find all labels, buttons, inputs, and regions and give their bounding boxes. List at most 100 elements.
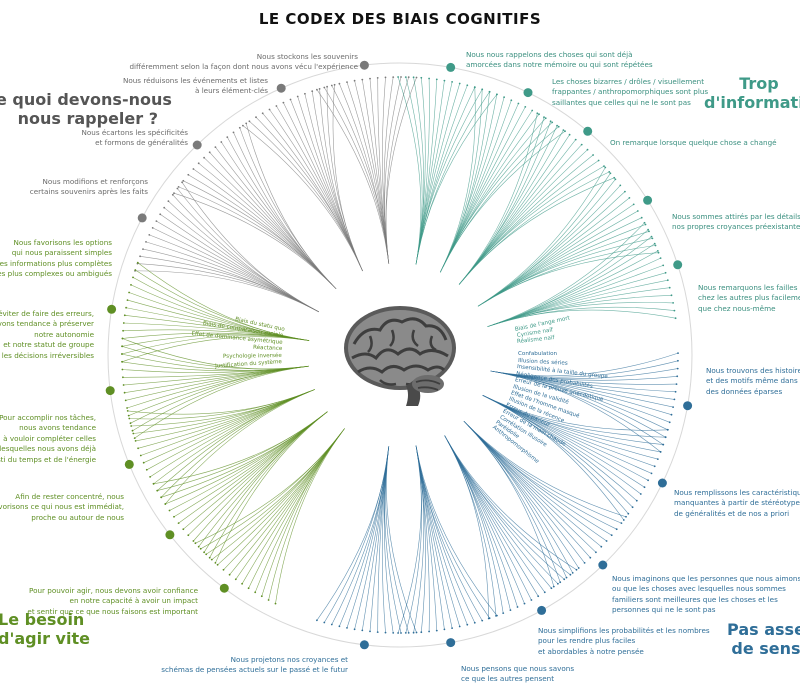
branch-end-dot — [666, 428, 669, 431]
branch-end-dot — [182, 179, 185, 182]
branch-end-dot — [627, 512, 630, 515]
branch-line — [132, 277, 298, 339]
branch-end-dot — [625, 515, 627, 518]
branch-end-dot — [220, 141, 223, 143]
branch-end-dot — [121, 353, 123, 355]
branch-end-dot — [384, 631, 387, 634]
branch-end-dot — [156, 489, 159, 492]
branch-end-dot — [123, 391, 126, 394]
branch-line — [462, 177, 615, 281]
branch-end-dot — [245, 122, 248, 125]
branch-end-dot — [597, 159, 600, 162]
branch-line — [450, 445, 565, 580]
branch-end-dot — [226, 136, 229, 139]
branch-end-dot — [510, 99, 513, 102]
branch-end-dot — [574, 138, 577, 141]
branch-end-dot — [556, 124, 558, 127]
branch-end-dot — [132, 276, 134, 279]
branch-end-dot — [361, 629, 364, 632]
subcategory-info5: Nous remarquons les failles chez les aut… — [698, 283, 800, 313]
subcategory-dot — [107, 304, 117, 314]
subcategory-mem3: Nous écartons les spécificités et formon… — [81, 128, 188, 148]
branch-end-dot — [296, 95, 299, 98]
branch-end-dot — [613, 176, 616, 179]
branch-end-dot — [516, 606, 519, 608]
branch-line — [255, 116, 358, 261]
branch-end-dot — [610, 534, 613, 537]
branch-line — [127, 391, 310, 415]
branch-end-dot — [664, 436, 667, 439]
branch-end-dot — [130, 284, 132, 286]
branch-end-dot — [369, 77, 371, 80]
branch-end-dot — [125, 306, 127, 309]
subcategory-act5: Pour pouvoir agir, nous devons avoir con… — [27, 586, 198, 616]
branch-end-dot — [622, 519, 625, 521]
branch-end-dot — [571, 572, 574, 574]
branch-end-dot — [407, 632, 410, 634]
branch-line — [261, 437, 338, 597]
branch-end-dot — [173, 515, 175, 518]
branch-line — [319, 88, 358, 261]
branch-end-dot — [536, 112, 539, 115]
branch-end-dot — [668, 421, 671, 424]
branch-end-dot — [122, 384, 125, 386]
branch-end-dot — [550, 587, 553, 590]
branch-line — [121, 353, 297, 371]
branch-line — [385, 77, 417, 258]
category-meaning-line2: de sens — [731, 639, 800, 659]
brain-icon — [344, 306, 456, 406]
subcategory-dot — [359, 640, 369, 650]
branch-end-dot — [563, 578, 566, 581]
branch-end-dot — [415, 631, 418, 634]
branch-end-dot — [128, 417, 131, 420]
subcategory-act2: éviter de faire des erreurs, vons tendan… — [0, 309, 94, 360]
branch-line — [223, 437, 338, 571]
branch-end-dot — [676, 375, 679, 378]
branch-end-dot — [473, 86, 476, 89]
branch-line — [502, 372, 666, 438]
branch-end-dot — [148, 234, 151, 236]
branch-line — [178, 186, 333, 285]
branch-line — [440, 87, 476, 273]
branch-end-dot — [670, 294, 673, 297]
branch-end-dot — [304, 92, 306, 95]
branch-end-dot — [496, 614, 498, 617]
branch-end-dot — [121, 337, 124, 340]
branch-end-dot — [208, 151, 211, 154]
branch-end-dot — [675, 383, 678, 385]
branch-end-dot — [274, 602, 277, 605]
branch-end-dot — [559, 581, 562, 584]
subcategory-dot — [219, 583, 229, 593]
branch-end-dot — [636, 210, 639, 212]
branch-line — [134, 270, 319, 313]
branch-end-dot — [173, 192, 175, 195]
branch-end-dot — [488, 90, 491, 93]
category-act-line2: d'agir vite — [0, 629, 90, 649]
branch-end-dot — [353, 628, 356, 631]
branch-end-dot — [466, 84, 469, 87]
branch-line — [140, 256, 309, 307]
branch-end-dot — [203, 551, 206, 554]
branch-line — [466, 149, 588, 276]
subcategory-mem1: Nous stockons les souvenirs différemment… — [129, 52, 358, 72]
subcategory-dot — [643, 195, 653, 205]
branch-end-dot — [145, 241, 147, 243]
subcategory-dot — [657, 478, 667, 488]
branch-end-dot — [420, 631, 423, 634]
branch-line — [444, 435, 497, 616]
branch-line — [331, 458, 388, 625]
branch-end-dot — [666, 279, 669, 282]
branch-end-dot — [549, 120, 552, 123]
branch-line — [467, 425, 555, 587]
branch-end-dot — [260, 595, 263, 598]
branch-end-dot — [311, 90, 314, 93]
subcategory-mem2: Nous réduisons les événements et listes … — [122, 76, 268, 96]
branch-line — [193, 168, 333, 285]
branch-end-dot — [128, 291, 131, 294]
branch-line — [488, 238, 653, 301]
branch-end-dot — [564, 130, 566, 133]
branch-end-dot — [412, 631, 415, 634]
subcategory-mean2: Nous remplissons les caractéristique man… — [674, 488, 800, 518]
branch-end-dot — [318, 88, 321, 90]
